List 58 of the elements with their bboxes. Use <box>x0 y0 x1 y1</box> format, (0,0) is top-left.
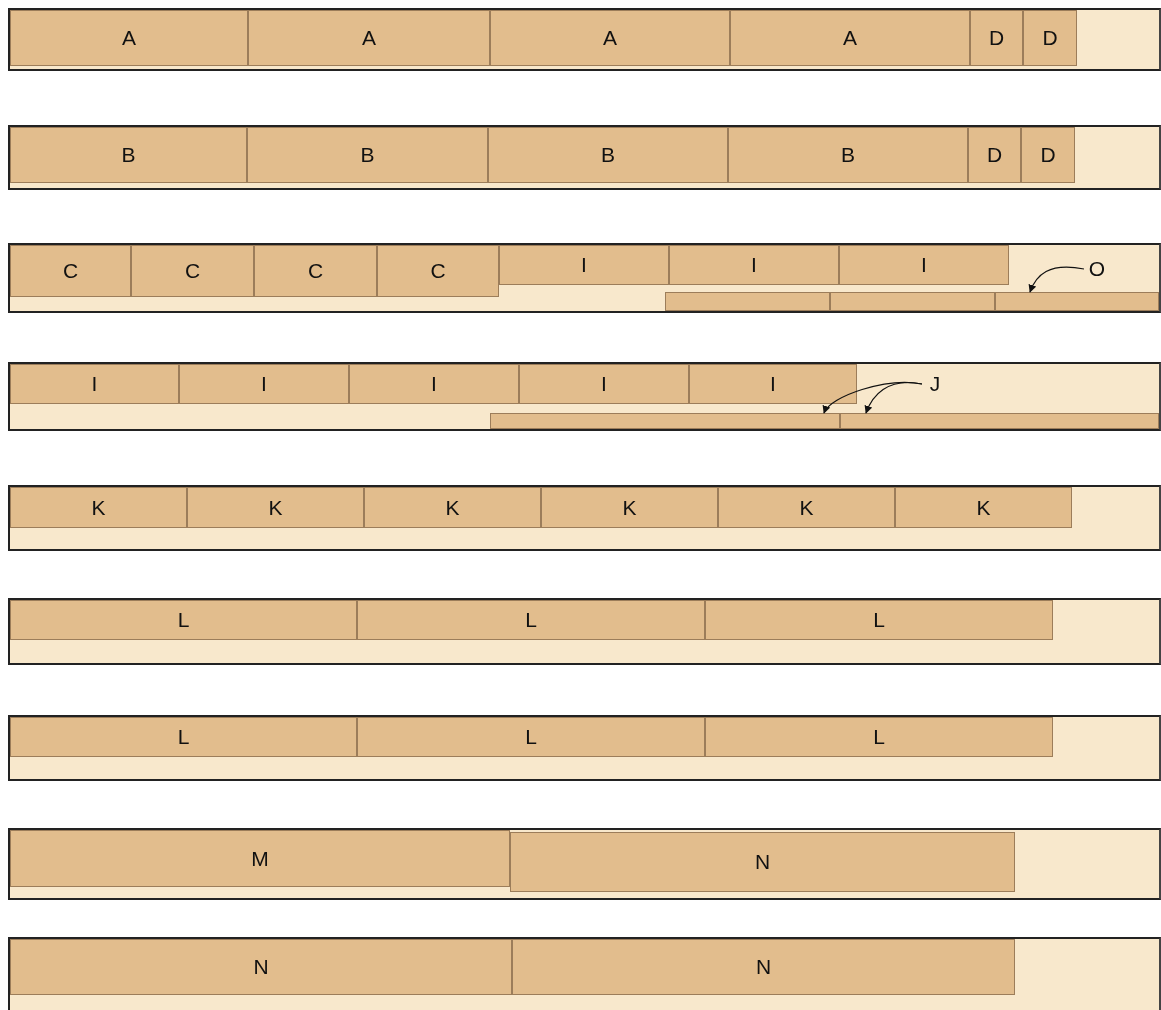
cut-strip <box>840 413 1159 429</box>
cut-piece: C <box>131 245 254 297</box>
cut-piece: I <box>10 364 179 404</box>
leader-arrow <box>864 381 923 414</box>
cut-piece: L <box>705 717 1053 757</box>
cut-piece: C <box>10 245 131 297</box>
cut-strip <box>490 413 840 429</box>
cut-strip <box>830 292 995 311</box>
lumber-board <box>8 8 1161 71</box>
cut-piece: N <box>510 832 1015 892</box>
cut-strip <box>995 292 1159 311</box>
cut-piece: I <box>499 245 669 285</box>
cut-piece: K <box>895 487 1072 528</box>
cut-piece: B <box>247 127 488 183</box>
cut-piece: D <box>1023 10 1077 66</box>
lumber-board <box>8 485 1161 551</box>
cut-piece: D <box>1021 127 1075 183</box>
cut-strip <box>665 292 830 311</box>
cut-piece: K <box>364 487 541 528</box>
lumber-board <box>8 125 1161 190</box>
cut-piece: I <box>839 245 1009 285</box>
cut-piece: B <box>488 127 728 183</box>
cut-piece: A <box>490 10 730 66</box>
cut-piece: K <box>541 487 718 528</box>
cut-piece: M <box>10 830 510 887</box>
cut-piece: A <box>10 10 248 66</box>
cut-piece: K <box>10 487 187 528</box>
cut-piece: K <box>187 487 364 528</box>
cut-piece: A <box>730 10 970 66</box>
lumber-board <box>8 598 1161 665</box>
cut-piece: C <box>377 245 499 297</box>
cut-piece: L <box>357 717 705 757</box>
lumber-board <box>8 937 1161 1010</box>
cut-piece: D <box>968 127 1021 183</box>
cut-piece: L <box>357 600 705 640</box>
cut-piece: L <box>705 600 1053 640</box>
cut-piece: B <box>10 127 247 183</box>
cut-piece: L <box>10 717 357 757</box>
cut-piece: C <box>254 245 377 297</box>
cut-piece: K <box>718 487 895 528</box>
cut-piece: I <box>689 364 857 404</box>
lumber-board <box>8 715 1161 781</box>
cut-piece: I <box>349 364 519 404</box>
lumber-board <box>8 828 1161 900</box>
cut-piece: L <box>10 600 357 640</box>
cut-piece: B <box>728 127 968 183</box>
cut-piece: D <box>970 10 1023 66</box>
cut-piece: N <box>512 939 1015 995</box>
cut-piece: I <box>519 364 689 404</box>
lumber-board <box>8 243 1161 313</box>
cut-piece: I <box>669 245 839 285</box>
callout-letter: J <box>922 372 948 396</box>
lumber-board <box>8 362 1161 431</box>
cut-piece: A <box>248 10 490 66</box>
leader-arrow <box>1028 266 1085 293</box>
cut-piece: N <box>10 939 512 995</box>
callout-letter: O <box>1084 256 1110 282</box>
cut-piece: I <box>179 364 349 404</box>
